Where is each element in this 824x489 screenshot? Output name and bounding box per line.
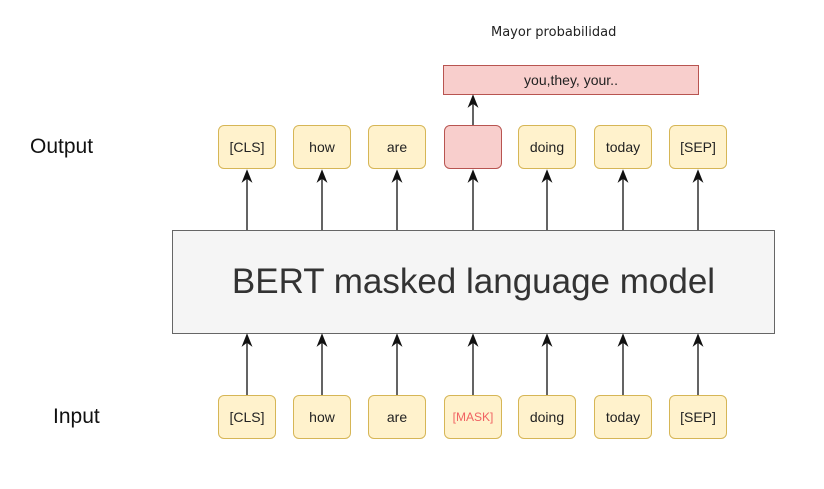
arrowhead-output-doing [541,169,553,183]
output-token-sep: [SEP] [669,125,727,169]
arrowhead-input-sep [692,333,704,347]
arrowhead-output-sep [692,169,704,183]
arrowhead-output-are [391,169,403,183]
arrowhead-input-doing [541,333,553,347]
output-token-are: are [368,125,426,169]
arrowhead-output-today [617,169,629,183]
input-label: Input [53,405,100,428]
prediction-box: you,they, your.. [443,65,699,95]
input-token-are: are [368,395,426,439]
arrowhead-input-cls [241,333,253,347]
diagram-title: Mayor probabilidad [491,25,617,40]
output-token-masked-prediction [444,125,502,169]
arrowhead-output-how [316,169,328,183]
output-token-cls: [CLS] [218,125,276,169]
output-token-today: today [594,125,652,169]
input-token-mask: [MASK] [444,395,502,439]
arrowhead-input-mask [467,333,479,347]
input-token-sep: [SEP] [669,395,727,439]
arrowhead-output-cls [241,169,253,183]
arrowhead-input-today [617,333,629,347]
bert-model-box: BERT masked language model [172,230,775,334]
input-token-cls: [CLS] [218,395,276,439]
output-label: Output [30,135,94,158]
arrowhead-input-are [391,333,403,347]
output-token-doing: doing [518,125,576,169]
output-token-how: how [293,125,351,169]
arrowhead-to-prediction [467,94,479,108]
arrowhead-input-how [316,333,328,347]
input-token-doing: doing [518,395,576,439]
input-token-today: today [594,395,652,439]
input-token-how: how [293,395,351,439]
arrowhead-output-masked [467,169,479,183]
